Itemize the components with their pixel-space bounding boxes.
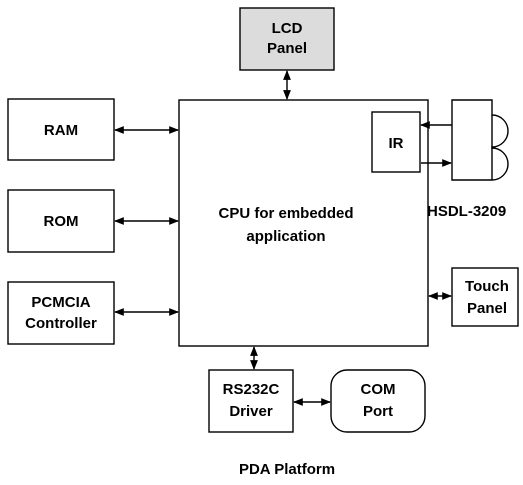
lcd-panel-block: LCD Panel [239, 7, 335, 71]
pcmcia-line2: Controller [25, 315, 97, 332]
ram-label: RAM [44, 122, 78, 139]
rom-label: ROM [44, 213, 79, 230]
cpu-line2: application [246, 228, 325, 245]
cpu-line1: CPU for embedded [218, 205, 353, 222]
ir-block: IR [371, 111, 421, 173]
touch-panel-block: Touch Panel [451, 267, 519, 327]
com-port-line1: COM [361, 381, 396, 398]
transceiver-module: HSDL-3209 [427, 99, 509, 220]
touch-panel-line1: Touch [465, 278, 509, 295]
ram-block: RAM [7, 98, 115, 161]
lcd-panel-line1: LCD [272, 20, 303, 37]
rom-block: ROM [7, 189, 115, 253]
pcmcia-line1: PCMCIA [31, 294, 90, 311]
lcd-panel-line2: Panel [267, 40, 307, 57]
touch-panel-line2: Panel [467, 300, 507, 317]
cpu-block: CPU for embedded application [178, 99, 429, 347]
rs232c-driver-block: RS232C Driver [208, 369, 294, 433]
com-port-line2: Port [363, 403, 393, 420]
com-port-block: COM Port [330, 369, 426, 433]
pcmcia-controller-block: PCMCIA Controller [7, 281, 115, 345]
diagram-caption: PDA Platform [239, 461, 335, 478]
rs232c-line2: Driver [229, 403, 273, 420]
transceiver-label: HSDL-3209 [427, 203, 506, 220]
ir-label: IR [389, 135, 404, 152]
rs232c-line1: RS232C [223, 381, 280, 398]
